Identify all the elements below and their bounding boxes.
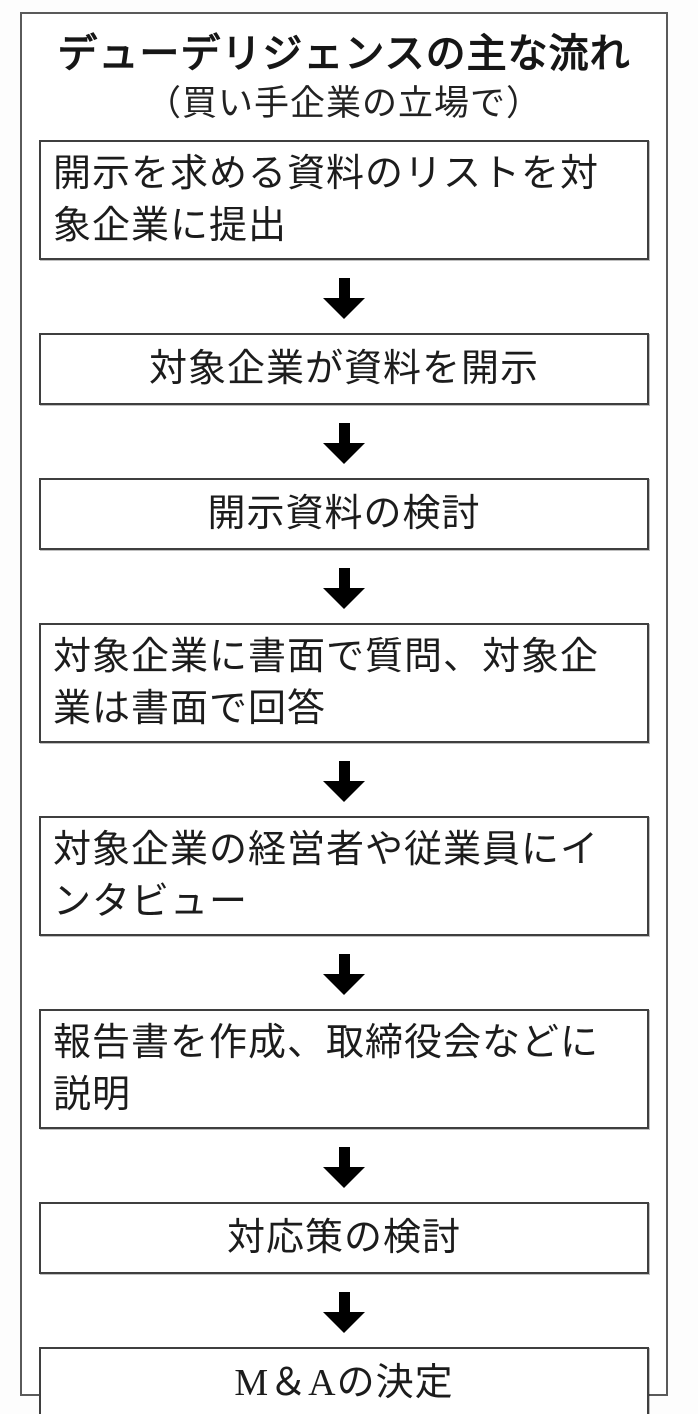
down-arrow-stem	[338, 278, 350, 298]
down-arrow-head	[323, 1167, 365, 1188]
down-arrow-icon	[39, 954, 649, 995]
chart-title: デューデリジェンスの主な流れ	[57, 32, 631, 76]
down-arrow-stem	[338, 568, 350, 588]
flowchart-frame: デューデリジェンスの主な流れ （買い手企業の立場で） 開示を求める資料のリストを…	[20, 12, 668, 1414]
flow-step-6: 報告書を作成、取締役会などに説明	[39, 1009, 649, 1129]
flow-step-4: 対象企業に書面で質問、対象企業は書面で回答	[39, 623, 649, 743]
chart-subtitle: （買い手企業の立場で）	[145, 84, 542, 123]
down-arrow-head	[323, 443, 365, 464]
down-arrow-stem	[338, 1147, 350, 1167]
down-arrow-head	[323, 974, 365, 995]
flow-step-3: 開示資料の検討	[39, 478, 649, 550]
down-arrow-icon	[39, 1147, 649, 1188]
down-arrow-icon	[39, 761, 649, 802]
flow-step-2: 対象企業が資料を開示	[39, 333, 649, 405]
down-arrow-stem	[338, 1292, 350, 1312]
flow-step-8: M＆Aの決定	[39, 1347, 649, 1414]
down-arrow-head	[323, 588, 365, 609]
down-arrow-icon	[39, 278, 649, 319]
flow-step-5: 対象企業の経営者や従業員にインタビュー	[39, 816, 649, 936]
down-arrow-head	[323, 781, 365, 802]
down-arrow-head	[323, 298, 365, 319]
down-arrow-icon	[39, 1292, 649, 1333]
down-arrow-icon	[39, 568, 649, 609]
flow-step-1: 開示を求める資料のリストを対象企業に提出	[39, 140, 649, 260]
flow-step-7: 対応策の検討	[39, 1202, 649, 1274]
down-arrow-stem	[338, 954, 350, 974]
down-arrow-head	[323, 1312, 365, 1333]
down-arrow-stem	[338, 423, 350, 443]
down-arrow-icon	[39, 423, 649, 464]
down-arrow-stem	[338, 761, 350, 781]
